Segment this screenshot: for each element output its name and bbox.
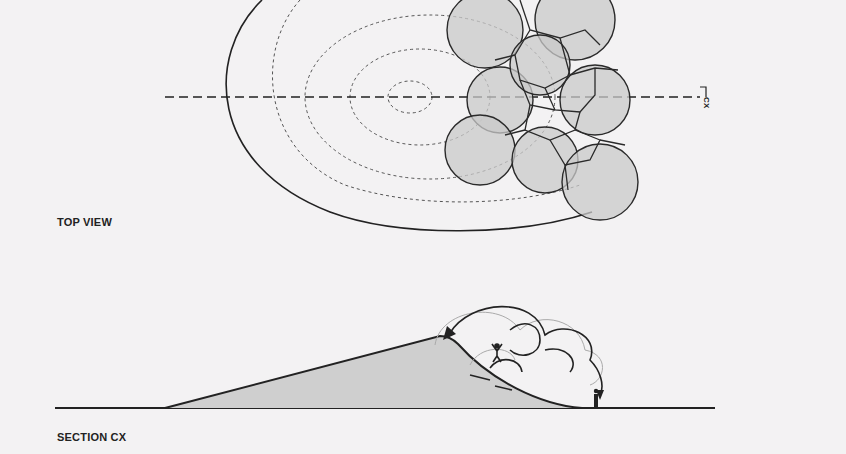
view-title: SECTION CX <box>57 431 126 443</box>
view-title: TOP VIEW <box>57 216 112 228</box>
section-mark: CX <box>702 97 711 109</box>
